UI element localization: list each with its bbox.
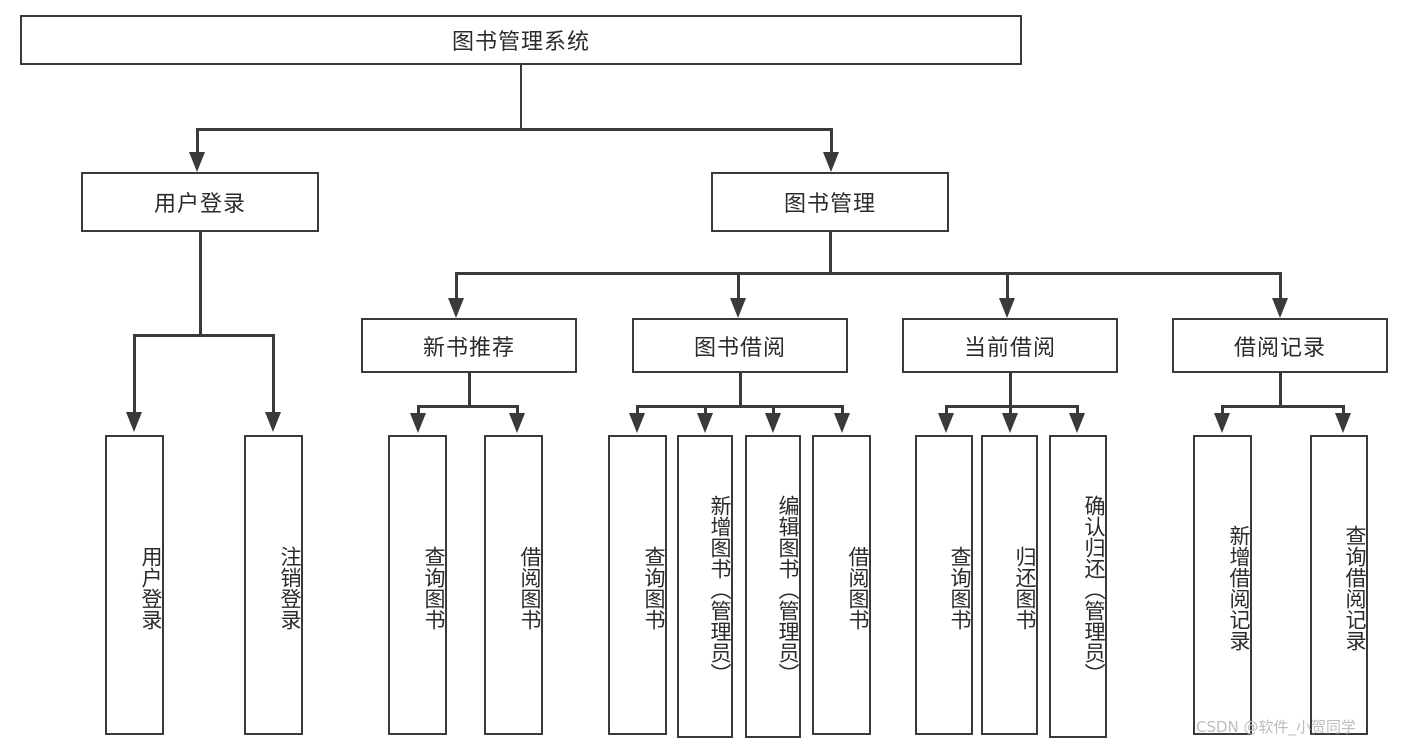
- connector-root-bus: [197, 128, 833, 131]
- connector-login-bus: [134, 334, 274, 337]
- arrowhead-login-to-leaf2: [265, 412, 281, 432]
- arrowhead-bookmgmt-to-records: [1272, 298, 1288, 318]
- arrowhead-current-to-leaf3: [1069, 413, 1085, 433]
- arrowhead-borrow-to-leaf3: [765, 413, 781, 433]
- connector-newbooks-to-leaf2: [516, 405, 519, 415]
- connector-borrow-stem: [739, 373, 742, 407]
- node-user-login-label: 用户登录: [153, 192, 246, 217]
- node-new-book-recommend-label: 新书推荐: [422, 335, 515, 361]
- connector-records-to-leaf2: [1342, 405, 1345, 415]
- arrowhead-current-to-leaf1: [938, 413, 954, 433]
- leaf-logout-label: 注销登录: [278, 546, 302, 630]
- leaf-borrow-books[interactable]: 借阅图书: [812, 435, 871, 735]
- arrowhead-current-to-leaf2: [1002, 413, 1018, 433]
- connector-newbooks-bus: [418, 405, 519, 408]
- node-root-label: 图书管理系统: [451, 30, 590, 55]
- arrowhead-records-to-leaf2: [1335, 413, 1351, 433]
- connector-records-stem: [1279, 373, 1282, 407]
- leaf-logout[interactable]: 注销登录: [244, 435, 303, 735]
- leaf-return-books[interactable]: 归还图书: [981, 435, 1038, 735]
- connector-current-to-leaf2: [1009, 405, 1012, 415]
- connector-newbooks-to-leaf1: [417, 405, 420, 415]
- arrowhead-root-to-login: [189, 152, 205, 172]
- connector-login-to-leaf1: [133, 334, 136, 414]
- leaf-add-borrow-record-label: 新增借阅记录: [1227, 525, 1251, 651]
- leaf-query-books-newbooks[interactable]: 查询图书: [388, 435, 447, 735]
- leaf-edit-book-admin-label: 编辑图书（管理员）: [776, 495, 800, 684]
- arrowhead-records-to-leaf1: [1214, 413, 1230, 433]
- arrowhead-newbooks-to-leaf1: [410, 413, 426, 433]
- connector-borrow-to-leaf1: [636, 405, 639, 415]
- node-root-system[interactable]: 图书管理系统: [20, 15, 1022, 65]
- arrowhead-borrow-to-leaf2: [697, 413, 713, 433]
- arrowhead-bookmgmt-to-borrow: [730, 298, 746, 318]
- arrowhead-root-to-bookmgmt: [823, 152, 839, 172]
- connector-root-to-bookmgmt: [830, 128, 833, 156]
- leaf-borrow-books-newbooks-label: 借阅图书: [518, 546, 542, 630]
- node-current-borrow-label: 当前借阅: [963, 335, 1056, 361]
- leaf-add-book-admin-label: 新增图书（管理员）: [708, 495, 732, 684]
- connector-bookmgmt-to-records: [1279, 272, 1282, 302]
- connector-login-to-leaf2: [272, 334, 275, 414]
- leaf-add-borrow-record[interactable]: 新增借阅记录: [1193, 435, 1252, 735]
- leaf-add-book-admin[interactable]: 新增图书（管理员）: [677, 435, 733, 738]
- connector-current-stem: [1009, 373, 1012, 407]
- connector-current-to-leaf3: [1076, 405, 1079, 415]
- leaf-borrow-books-newbooks[interactable]: 借阅图书: [484, 435, 543, 735]
- node-book-borrow[interactable]: 图书借阅: [632, 318, 848, 373]
- connector-root-to-login: [196, 128, 199, 156]
- leaf-confirm-return-admin-label: 确认归还（管理员）: [1082, 495, 1106, 684]
- leaf-query-borrow-record[interactable]: 查询借阅记录: [1310, 435, 1368, 735]
- connector-borrow-to-leaf2: [704, 405, 707, 415]
- connector-borrow-to-leaf4: [841, 405, 844, 415]
- node-current-borrow[interactable]: 当前借阅: [902, 318, 1118, 373]
- node-book-borrow-label: 图书借阅: [693, 335, 786, 361]
- connector-bookmgmt-to-current: [1006, 272, 1009, 302]
- leaf-query-books-current-label: 查询图书: [948, 546, 972, 630]
- connector-borrow-to-leaf3: [772, 405, 775, 415]
- connector-bookmgmt-stem: [829, 232, 832, 274]
- arrowhead-bookmgmt-to-newbooks: [448, 298, 464, 318]
- arrowhead-bookmgmt-to-current: [999, 298, 1015, 318]
- connector-borrow-bus: [637, 405, 844, 408]
- connector-records-bus: [1222, 405, 1344, 408]
- leaf-confirm-return-admin[interactable]: 确认归还（管理员）: [1049, 435, 1107, 738]
- connector-bookmgmt-to-borrow: [737, 272, 740, 302]
- connector-bookmgmt-bus: [456, 272, 1282, 275]
- leaf-user-login[interactable]: 用户登录: [105, 435, 164, 735]
- connector-current-bus: [946, 405, 1078, 408]
- leaf-query-books-current[interactable]: 查询图书: [915, 435, 973, 735]
- leaf-return-books-label: 归还图书: [1013, 546, 1037, 630]
- connector-login-stem: [199, 232, 202, 336]
- arrowhead-borrow-to-leaf1: [629, 413, 645, 433]
- node-user-login[interactable]: 用户登录: [81, 172, 319, 232]
- leaf-user-login-label: 用户登录: [139, 546, 163, 630]
- connector-records-to-leaf1: [1221, 405, 1224, 415]
- leaf-query-books-borrow[interactable]: 查询图书: [608, 435, 667, 735]
- node-borrow-records[interactable]: 借阅记录: [1172, 318, 1388, 373]
- node-book-management-label: 图书管理: [783, 192, 876, 217]
- leaf-query-books-borrow-label: 查询图书: [642, 546, 666, 630]
- node-new-book-recommend[interactable]: 新书推荐: [361, 318, 577, 373]
- arrowhead-login-to-leaf1: [126, 412, 142, 432]
- leaf-query-books-newbooks-label: 查询图书: [422, 546, 446, 630]
- node-book-management[interactable]: 图书管理: [711, 172, 949, 232]
- leaf-query-borrow-record-label: 查询借阅记录: [1343, 525, 1367, 651]
- node-borrow-records-label: 借阅记录: [1233, 335, 1326, 361]
- arrowhead-borrow-to-leaf4: [834, 413, 850, 433]
- connector-current-to-leaf1: [945, 405, 948, 415]
- connector-root-stem: [519, 65, 522, 130]
- leaf-borrow-books-label: 借阅图书: [846, 546, 870, 630]
- connector-newbooks-stem: [468, 373, 471, 407]
- arrowhead-newbooks-to-leaf2: [509, 413, 525, 433]
- leaf-edit-book-admin[interactable]: 编辑图书（管理员）: [745, 435, 801, 738]
- connector-bookmgmt-to-newbooks: [455, 272, 458, 302]
